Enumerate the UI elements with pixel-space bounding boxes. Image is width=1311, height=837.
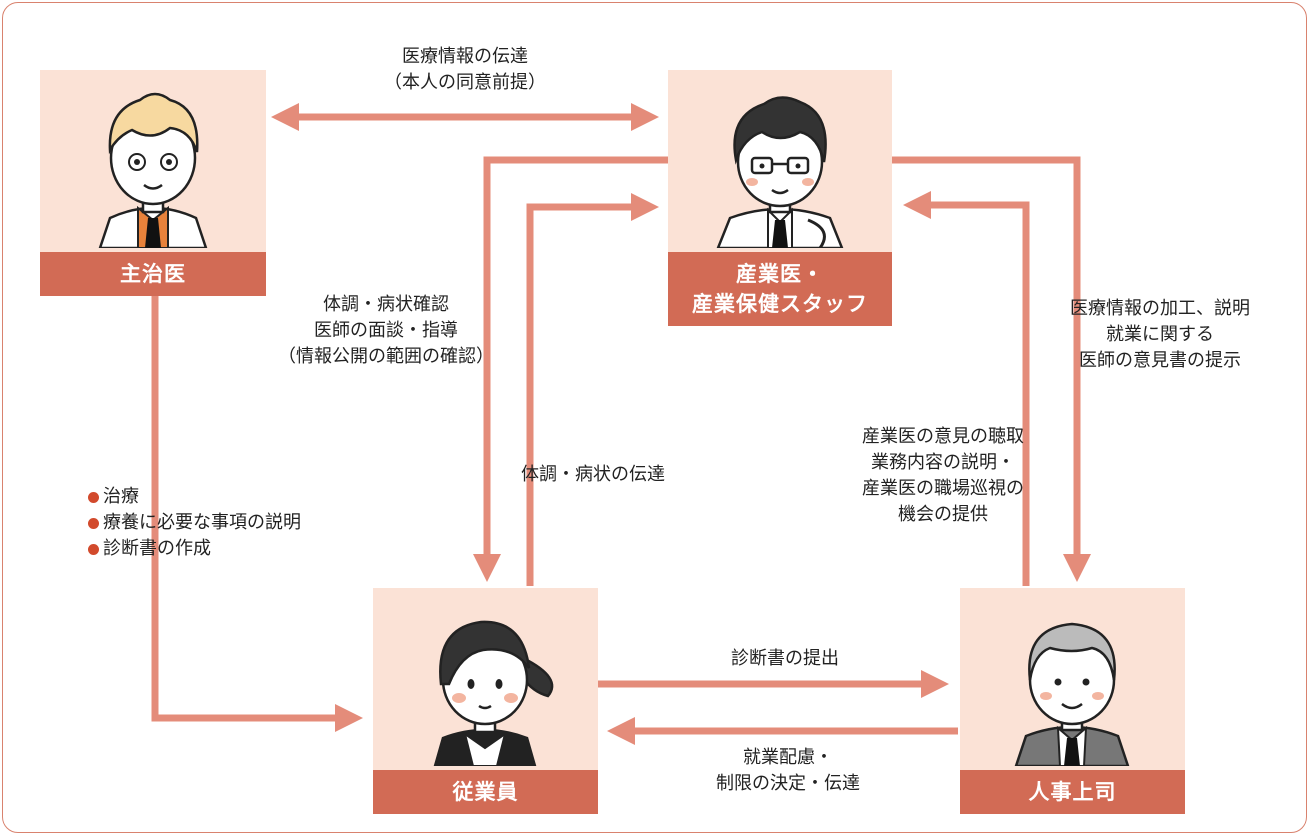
arrow-treatment [151, 296, 363, 732]
treatment-item-text: 診断書の作成 [103, 538, 211, 559]
treatment-list-item: 療養に必要な事項の説明 [86, 510, 301, 536]
node-label: 人事上司 [960, 770, 1185, 814]
edge-text: （本人の同意前提） [384, 72, 546, 93]
node-attending-doctor: 主治医 [40, 70, 266, 296]
edge-text: 体調・病状の伝達 [521, 464, 665, 485]
node-label: 従業員 [373, 770, 598, 814]
edge-text: 医師の意見書の提示 [1079, 350, 1241, 371]
edge-text: 制限の決定・伝達 [716, 773, 860, 794]
node-employee: 従業員 [373, 588, 598, 814]
edge-label-checkup: 体調・病状確認 医師の面談・指導 （情報公開の範囲の確認） [255, 292, 517, 370]
edge-text: 就業配慮・ [743, 747, 833, 768]
treatment-item-text: 療養に必要な事項の説明 [103, 512, 301, 533]
employee-woman-portrait-icon [433, 620, 554, 766]
physician-label-line1: 産業医・ [736, 262, 824, 286]
treatment-list-item: 治療 [86, 484, 301, 510]
edge-text: 医療情報の伝達 [402, 46, 528, 67]
bullet-dot-icon [88, 543, 99, 555]
edge-text: （情報公開の範囲の確認） [278, 346, 494, 367]
edge-label-medical-info: 医療情報の伝達 （本人の同意前提） [360, 44, 570, 96]
treatment-list-item: 診断書の作成 [86, 536, 301, 562]
node-hr-manager: 人事上司 [960, 588, 1185, 814]
node-label: 主治医 [40, 252, 266, 296]
physician-with-stethoscope-icon [716, 96, 844, 248]
edge-text: 体調・病状確認 [323, 294, 449, 315]
doctor-portrait-icon [98, 92, 208, 248]
edge-label-condition-report: 体調・病状の伝達 [498, 462, 688, 488]
attending-doctor-label: 主治医 [120, 262, 186, 286]
arrow-processed-info [892, 156, 1091, 582]
edge-text: 医療情報の加工、説明 [1070, 298, 1250, 319]
edge-text: 診断書の提出 [731, 648, 839, 669]
edge-text: 機会の提供 [898, 504, 988, 525]
edge-text: 産業医の意見の聴取 [862, 426, 1024, 447]
manager-portrait-icon [1014, 622, 1130, 766]
physician-label-line2: 産業保健スタッフ [692, 292, 868, 316]
node-label: 産業医・ 産業保健スタッフ [668, 252, 892, 326]
arrow-opinion-hearing [903, 191, 1030, 586]
arrow-checkup [473, 156, 668, 582]
edge-label-processed-info: 医療情報の加工、説明 就業に関する 医師の意見書の提示 [1040, 296, 1280, 374]
edge-label-work-consideration: 就業配慮・ 制限の決定・伝達 [688, 745, 888, 797]
edge-label-certificate: 診断書の提出 [700, 646, 870, 672]
treatment-item-text: 治療 [103, 486, 139, 507]
edge-text: 就業に関する [1106, 324, 1214, 345]
edge-text: 業務内容の説明・ [871, 452, 1015, 473]
edge-label-opinion-hearing: 産業医の意見の聴取 業務内容の説明・ 産業医の職場巡視の 機会の提供 [838, 424, 1048, 528]
node-occupational-physician: 産業医・ 産業保健スタッフ [668, 70, 892, 326]
arrow-condition-report [526, 193, 659, 586]
bullet-dot-icon [88, 517, 99, 529]
hr-manager-label: 人事上司 [1028, 780, 1117, 804]
employee-label: 従業員 [452, 780, 519, 804]
edge-text: 産業医の職場巡視の [862, 478, 1024, 499]
treatment-list: 治療 療養に必要な事項の説明 診断書の作成 [86, 484, 301, 562]
edge-text: 医師の面談・指導 [314, 320, 458, 341]
bullet-dot-icon [88, 491, 99, 503]
